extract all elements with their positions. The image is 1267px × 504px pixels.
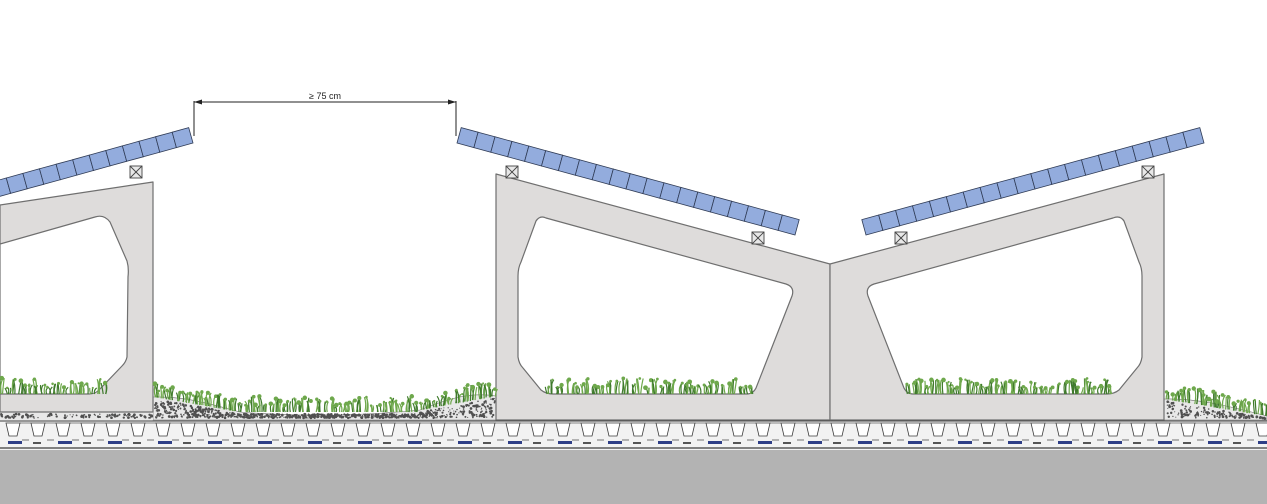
drainage-layer	[0, 420, 1267, 450]
dimension-label: ≥ 75 cm	[309, 91, 341, 101]
dimension-arrow-right-icon	[448, 99, 456, 105]
solar-cell	[171, 127, 194, 149]
cross-bracket-icon	[129, 165, 143, 179]
solar-cell	[777, 214, 800, 236]
solar-panel-array-center	[456, 127, 800, 236]
green-roof-vegetation	[0, 375, 1267, 416]
concrete-frame-center	[495, 173, 831, 421]
cross-bracket-icon	[751, 231, 765, 245]
cross-bracket-icon	[505, 165, 519, 179]
cross-bracket-icon	[894, 231, 908, 245]
roof-deck	[0, 450, 1267, 504]
spacing-dimension: ≥ 75 cm	[193, 91, 457, 136]
solar-panel-array-right	[861, 127, 1205, 236]
solar-cell	[1182, 127, 1205, 149]
gravel-texture	[0, 397, 1267, 420]
dimension-arrow-left-icon	[194, 99, 202, 105]
solar-panel-array-left	[0, 127, 194, 197]
concrete-frame-right	[829, 173, 1165, 421]
concrete-frame-left-partial	[0, 181, 154, 413]
cross-bracket-icon	[1141, 165, 1155, 179]
